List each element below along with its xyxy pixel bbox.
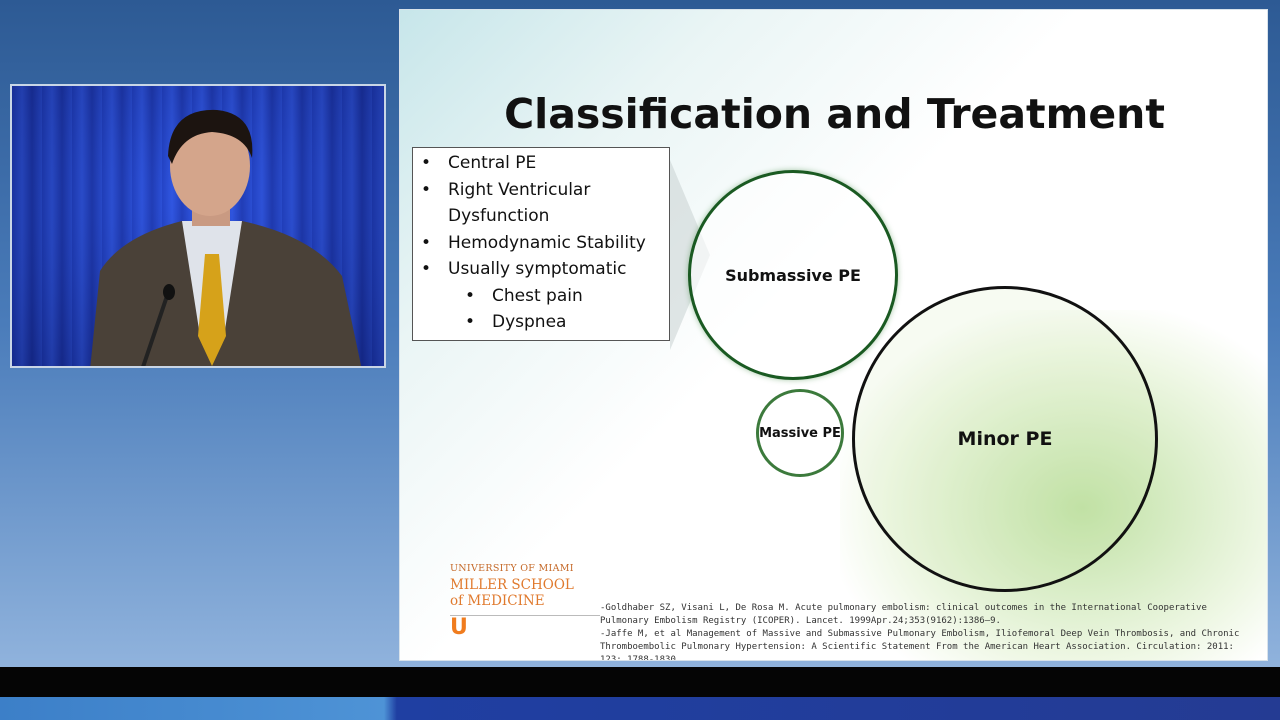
speaker-video-panel [10,84,386,368]
u-logo-letter: U [450,615,468,640]
logo-divider [450,615,600,616]
submassive-pe-circle: Submassive PE [688,170,898,380]
sub-bullet-item: Chest pain [413,283,669,310]
bullet-item: Right Ventricular Dysfunction [413,177,669,230]
criteria-bullet-box: Central PE Right Ventricular Dysfunction… [412,147,670,341]
bullet-list: Central PE Right Ventricular Dysfunction… [413,150,669,283]
sub-bullet-list: Chest pain Dyspnea [413,283,669,336]
bullet-item: Central PE [413,150,669,177]
reference-item: -Jaffe M, et al Management of Massive an… [600,629,1240,661]
logo-school-line: MILLER SCHOOL [450,577,574,593]
logo-medicine-line: of MEDICINE [450,593,545,609]
sub-bullet-item: Dyspnea [413,309,669,336]
logo-university-line: UNIVERSITY OF MIAMI [450,563,574,574]
bottom-blue-bar [0,697,1280,720]
bullet-item-text: Right Ventricular Dysfunction [448,179,591,227]
presentation-slide: Classification and Treatment Central PE … [399,9,1268,661]
university-logo: UNIVERSITY OF MIAMI MILLER SCHOOL of MED… [450,563,600,640]
bullet-item: Usually symptomatic [413,256,669,283]
u-logo-mark: U [450,615,600,640]
bottom-black-bar [0,667,1280,697]
massive-pe-circle: Massive PE [756,389,844,477]
speaker-figure [90,109,362,366]
minor-pe-circle: Minor PE [852,286,1158,592]
bullet-item: Hemodynamic Stability [413,230,669,257]
reference-item: -Goldhaber SZ, Visani L, De Rosa M. Acut… [600,603,1207,626]
slide-title: Classification and Treatment [504,90,1165,138]
references: -Goldhaber SZ, Visani L, De Rosa M. Acut… [600,602,1250,661]
